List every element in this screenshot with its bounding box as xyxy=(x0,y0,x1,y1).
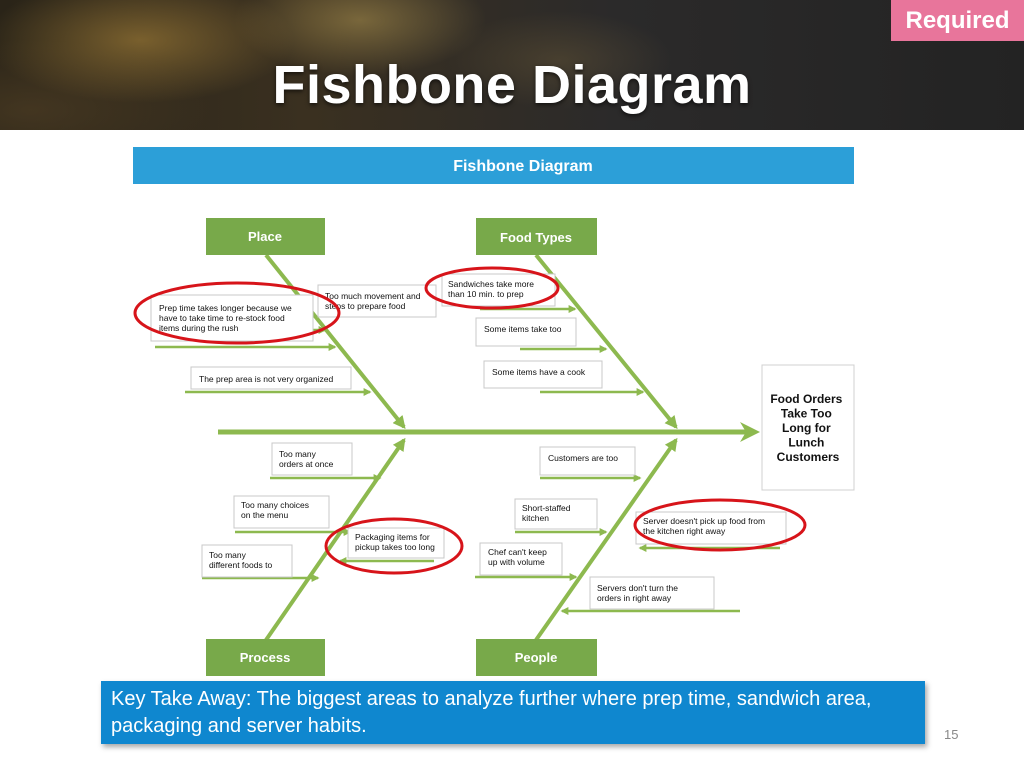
svg-text:Sandwiches take more t: Sandwiches take more than 10 min. to pre… xyxy=(448,279,536,299)
bone-process xyxy=(264,437,406,642)
bone-people xyxy=(534,437,678,642)
diagram-header: Fishbone Diagram xyxy=(453,158,593,175)
category-process: Process xyxy=(206,639,325,676)
category-people-label: People xyxy=(515,650,558,665)
key-takeaway-box: Key Take Away: The biggest areas to anal… xyxy=(101,681,925,744)
category-food-types-label: Food Types xyxy=(500,230,572,245)
svg-text:Some items have a cook: Some items have a cook xyxy=(492,367,586,377)
category-food-types: Food Types xyxy=(476,218,597,255)
svg-text:Some items take too: Some items take too xyxy=(484,324,562,334)
category-people: People xyxy=(476,639,597,676)
effect-box: Food Orders Take Too Long for Lunch Cust… xyxy=(761,364,855,491)
category-place-label: Place xyxy=(248,229,282,244)
page-title: Fishbone Diagram xyxy=(272,55,752,115)
svg-text:The prep area is not very org: The prep area is not very organized xyxy=(199,374,333,384)
cause-servers-turn: Servers don't turn the orders in right a… xyxy=(589,576,715,610)
cause-too-many-choices: Too many choices on the menu xyxy=(233,495,330,529)
effect-label: Food Orders Take Too Long for Lunch Cust… xyxy=(770,392,845,464)
highlight-circles xyxy=(133,266,807,575)
svg-text:Prep time takes longer becaus: Prep time takes longer because we have t… xyxy=(159,303,294,333)
category-process-label: Process xyxy=(240,650,291,665)
category-place: Place xyxy=(206,218,325,255)
cause-too-many-foods: Too many different foods to xyxy=(201,544,293,578)
page-number: 15 xyxy=(944,727,959,742)
svg-text:Too many choices on the: Too many choices on the menu xyxy=(241,500,311,520)
cause-too-much-movement: Too much movement and steps to prepare f… xyxy=(317,284,437,318)
cause-too-many-orders: Too many orders at once xyxy=(271,442,353,476)
cause-some-items-cook: Some items have a cook xyxy=(483,360,603,389)
diagram-header-bar xyxy=(133,147,854,184)
cause-prep-time: Prep time takes longer because we have t… xyxy=(150,294,314,342)
svg-text:Server doesn't pick up food: Server doesn't pick up food from the kit… xyxy=(643,516,767,536)
bone-food-types xyxy=(534,253,678,429)
svg-text:Packaging items for pic: Packaging items for pickup takes too lon… xyxy=(355,532,435,552)
bone-place xyxy=(264,253,406,429)
highlight-server-pickup xyxy=(633,498,807,552)
svg-text:Customers are too: Customers are too xyxy=(548,453,618,463)
svg-text:Chef can't keep up with: Chef can't keep up with volume xyxy=(488,547,549,567)
required-badge: Required xyxy=(891,0,1024,41)
svg-text:Too many orders at once: Too many orders at once xyxy=(279,449,334,469)
cause-customers: Customers are too xyxy=(539,446,636,476)
cause-prep-area: The prep area is not very organized xyxy=(190,366,352,390)
highlight-prep-time xyxy=(133,281,341,345)
svg-text:Servers don't turn the: Servers don't turn the orders in right a… xyxy=(597,583,680,603)
cause-sandwiches: Sandwiches take more than 10 min. to pre… xyxy=(441,273,556,307)
cause-chef: Chef can't keep up with volume xyxy=(479,542,563,576)
svg-text:Too many different foods: Too many different foods to xyxy=(209,550,272,570)
cause-server-pickup: Server doesn't pick up food from the kit… xyxy=(635,511,787,545)
highlight-sandwiches xyxy=(424,266,560,310)
highlight-packaging xyxy=(324,517,464,575)
svg-text:Short-staffed kitchen: Short-staffed kitchen xyxy=(522,503,573,523)
cause-packaging: Packaging items for pickup takes too lon… xyxy=(347,527,445,559)
cause-short-staffed: Short-staffed kitchen xyxy=(514,498,598,530)
svg-text:Too much movement and st: Too much movement and steps to prepare f… xyxy=(325,291,423,311)
title-banner xyxy=(0,0,1024,130)
cause-some-items-take: Some items take too xyxy=(475,317,577,347)
